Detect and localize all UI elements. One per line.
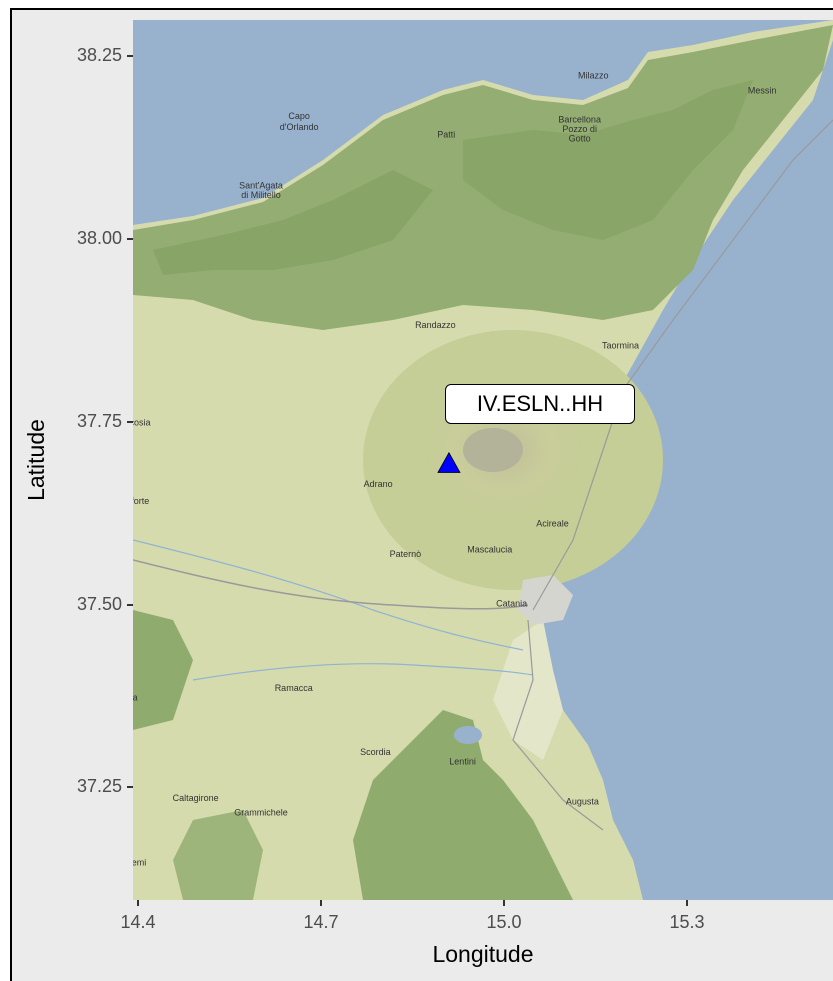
place-label: Acireale: [536, 519, 569, 529]
place-label: Patti: [437, 129, 455, 139]
x-tick-mark: [503, 900, 505, 906]
y-tick-mark: [127, 604, 133, 606]
station-marker[interactable]: [437, 451, 461, 473]
place-label: Paternò: [390, 549, 422, 559]
south-forest: [353, 710, 573, 900]
y-tick-mark: [127, 421, 133, 423]
place-label: Capo: [288, 111, 310, 121]
place-label: Messin: [748, 85, 777, 95]
place-label: Armerina: [133, 693, 138, 703]
y-tick-mark: [127, 786, 133, 788]
x-tick-label: 14.4: [120, 912, 156, 932]
place-label: Caltagirone: [173, 793, 219, 803]
place-label: d'Orlando: [280, 122, 319, 132]
place-label: Scordia: [360, 747, 391, 757]
x-tick-label: 14.7: [303, 912, 339, 932]
x-tick-label: 15.0: [486, 912, 522, 932]
y-tick-mark: [127, 238, 133, 240]
place-label: di Militello: [241, 190, 281, 200]
place-label: Adrano: [364, 479, 393, 489]
y-tick-mark: [127, 55, 133, 57]
place-label: Catania: [496, 599, 527, 609]
place-label: Milazzo: [578, 71, 609, 81]
lake: [454, 726, 482, 744]
y-tick-label: 38.25: [76, 45, 122, 65]
y-tick-label: 37.75: [76, 411, 122, 431]
place-label: Sant'Agata: [239, 181, 283, 191]
place-label: Pozzo di: [562, 124, 597, 134]
y-axis-title: Latitude: [23, 419, 49, 501]
place-label: Lentini: [449, 756, 476, 766]
place-label: Niscemi: [133, 858, 146, 868]
y-tick-label: 37.25: [76, 776, 122, 796]
place-label: Grammichele: [234, 808, 288, 818]
place-label: Leonforte: [133, 496, 149, 506]
catania-plain: [493, 620, 563, 760]
x-axis-title: Longitude: [432, 941, 534, 967]
y-tick-label: 37.50: [76, 594, 122, 614]
station-label[interactable]: IV.ESLN..HH: [445, 384, 635, 424]
place-label: Mascalucia: [467, 544, 512, 554]
place-label: Augusta: [566, 797, 599, 807]
place-label: Taormina: [602, 341, 639, 351]
x-tick-mark: [137, 900, 139, 906]
place-label: Barcellona: [558, 115, 601, 125]
place-label: Gotto: [569, 134, 591, 144]
x-tick-label: 15.3: [669, 912, 705, 932]
place-label: Ramacca: [275, 683, 313, 693]
y-tick-label: 38.00: [76, 228, 122, 248]
urban-catania: [518, 575, 573, 625]
place-label: Randazzo: [415, 320, 456, 330]
x-tick-mark: [686, 900, 688, 906]
x-tick-mark: [320, 900, 322, 906]
place-label: Nicosia: [133, 418, 150, 428]
